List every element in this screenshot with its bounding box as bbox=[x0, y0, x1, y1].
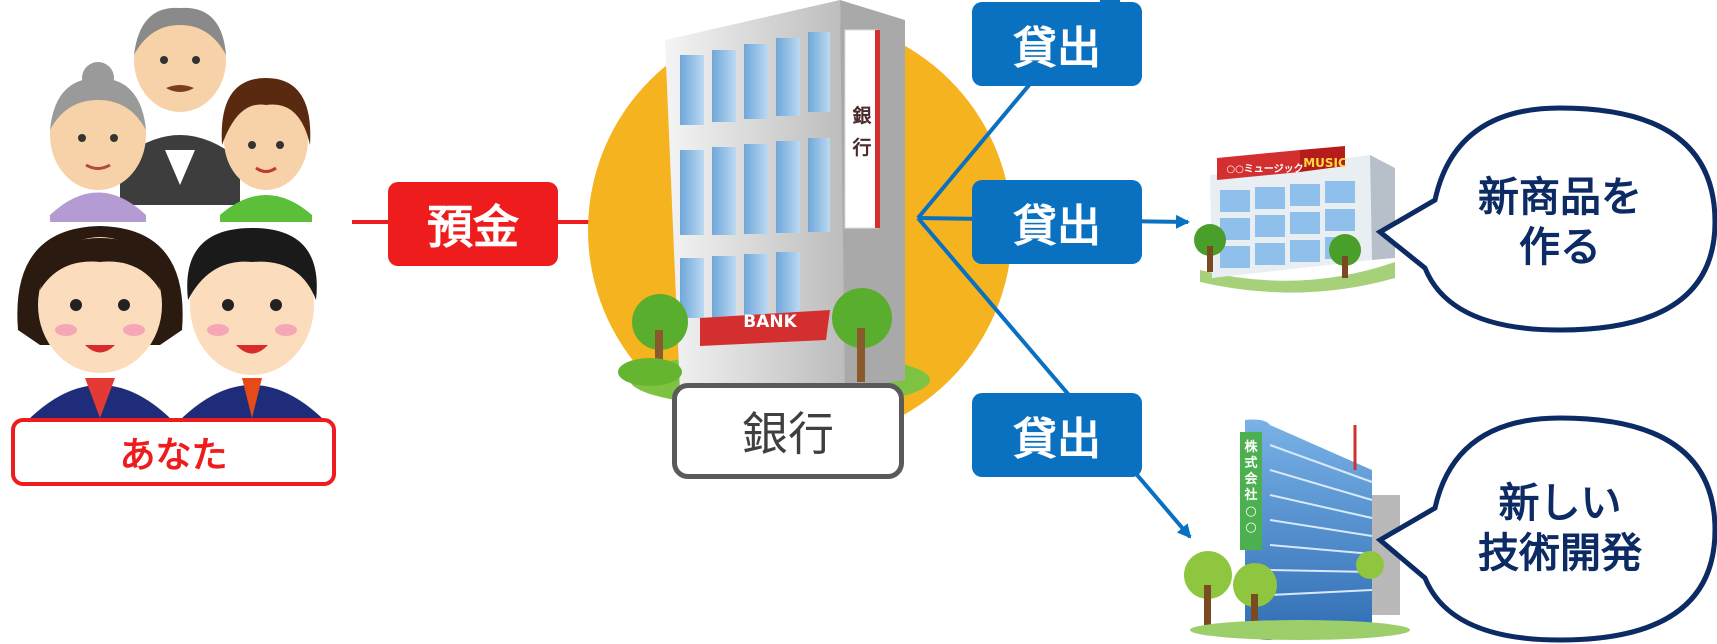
loan-label-middle: 貸出 bbox=[972, 180, 1142, 264]
bank-banner-text: BANK bbox=[743, 312, 797, 332]
corp-sign-text: 株式会社○○ bbox=[1244, 440, 1258, 535]
loan-line-top bbox=[916, 70, 1042, 220]
speech-bubble-tech bbox=[1375, 415, 1717, 643]
bubble-product-line2: 作る bbox=[1519, 223, 1601, 271]
shop-sign-en-text: MUSIC bbox=[1303, 156, 1347, 170]
speech-bubble-product bbox=[1375, 105, 1717, 333]
bubble-product-text: 新商品を 作る bbox=[1450, 172, 1670, 272]
bank-illustration bbox=[588, 0, 1012, 442]
bubble-tech-line1: 新しい bbox=[1498, 479, 1622, 527]
old-man-figure bbox=[120, 7, 240, 205]
girl-figure bbox=[17, 226, 183, 420]
people-illustration bbox=[17, 7, 324, 420]
loan-line-top-ext bbox=[1099, 0, 1121, 4]
old-woman-figure bbox=[50, 62, 146, 222]
bubble-tech-text: 新しい 技術開発 bbox=[1450, 478, 1670, 578]
corporate-building-illustration bbox=[1184, 419, 1410, 640]
woman-figure bbox=[220, 78, 312, 222]
shop-sign-text: ○○ミュージック bbox=[1226, 164, 1304, 175]
you-label: あなた bbox=[11, 418, 336, 486]
loan-line-bottom bbox=[916, 216, 1192, 539]
bank-label: 銀行 bbox=[672, 383, 904, 479]
deposit-label: 預金 bbox=[388, 182, 558, 266]
bubble-tech-line2: 技術開発 bbox=[1478, 529, 1642, 577]
bank-vertical-sign: 銀行 bbox=[852, 105, 872, 159]
boy-figure bbox=[180, 228, 324, 420]
loan-label-top: 貸出 bbox=[972, 2, 1142, 86]
loan-label-bottom: 貸出 bbox=[972, 393, 1142, 477]
bubble-product-line1: 新商品を bbox=[1478, 173, 1642, 221]
